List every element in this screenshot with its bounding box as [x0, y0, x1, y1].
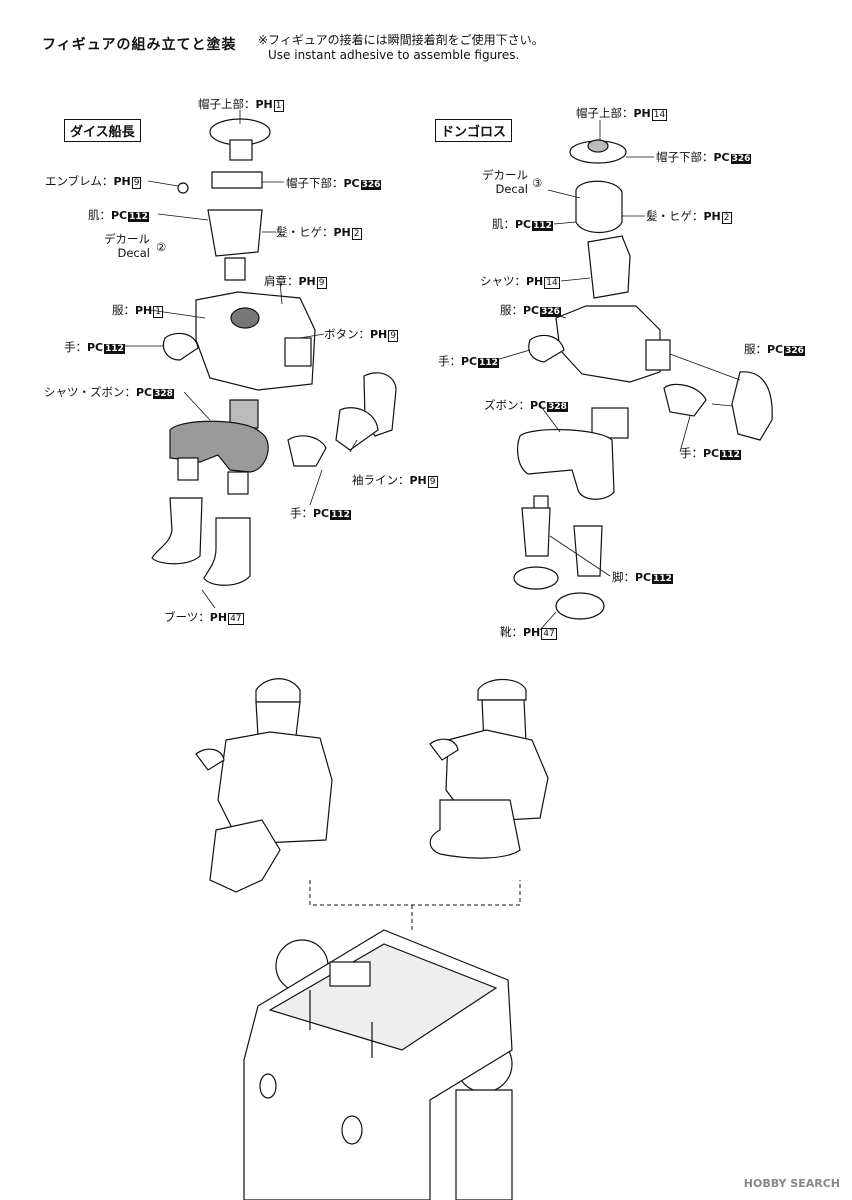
- assembled-dice-boots: [209, 819, 281, 893]
- left-pants-peg-1: [177, 457, 199, 481]
- assembled-dice-body: [217, 731, 333, 845]
- cockpit-port-2: [341, 1115, 363, 1145]
- left-boot-2: [203, 517, 251, 586]
- right-hat-pompom: [587, 139, 609, 153]
- right-shirt: [587, 235, 631, 299]
- right-hand-2: [663, 383, 707, 417]
- right-shoe-2: [555, 592, 605, 620]
- left-head: [207, 209, 263, 257]
- label-right-decal-num: ③: [532, 176, 543, 190]
- left-hip-block: [229, 399, 259, 429]
- figure-label-dice: ダイス船長: [64, 119, 141, 142]
- assembled-dongoros-hand: [429, 738, 459, 761]
- right-leg-1: [521, 507, 551, 557]
- left-boot-1: [151, 497, 203, 565]
- assembly-connector: [309, 880, 521, 930]
- cockpit-panel: [329, 961, 371, 987]
- cockpit-port-1: [259, 1073, 277, 1099]
- assembled-dice-hand: [195, 748, 225, 771]
- note-jp: ※フィギュアの接着には瞬間接着剤をご使用下さい。: [258, 33, 544, 47]
- left-hat-stem: [229, 139, 253, 161]
- left-hat-band: [211, 171, 263, 189]
- figure-label-dongoros: ドンゴロス: [435, 119, 513, 142]
- left-shoulder-hole: [284, 337, 312, 367]
- left-neck: [224, 257, 246, 281]
- assembled-dice-cap: [255, 678, 301, 703]
- left-pants-peg-2: [227, 471, 249, 495]
- right-leg-2: [573, 525, 603, 577]
- right-head: [575, 180, 623, 233]
- left-hand-2: [287, 435, 327, 467]
- adhesive-note: ※フィギュアの接着には瞬間接着剤をご使用下さい。 Use instant adh…: [258, 33, 544, 63]
- left-sleeve: [335, 407, 379, 451]
- right-shoulder-socket: [645, 339, 671, 371]
- label-left-decal-num: ②: [156, 240, 167, 254]
- left-hand-1: [162, 332, 199, 361]
- section-title: フィギュアの組み立てと塗装: [42, 37, 237, 53]
- left-collar: [230, 307, 260, 329]
- right-arm: [731, 371, 773, 441]
- cockpit-right-pillar: [455, 1089, 513, 1200]
- right-pants: [517, 429, 615, 500]
- left-emblem: [177, 182, 189, 194]
- assembled-dongoros-body: [445, 729, 549, 823]
- assembled-dongoros-legs: [429, 799, 521, 859]
- right-torso: [555, 305, 661, 383]
- right-shoe-1: [513, 566, 559, 590]
- hobby-search-watermark: HOBBY SEARCH: [743, 1177, 840, 1190]
- assembled-dongoros-hat: [477, 679, 527, 701]
- note-en: Use instant adhesive to assemble figures…: [268, 48, 520, 62]
